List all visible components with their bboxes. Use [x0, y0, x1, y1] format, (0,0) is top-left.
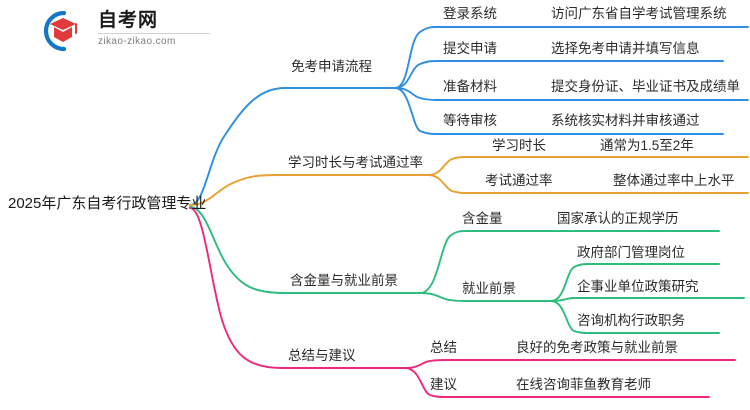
leaf-detail-zongjie[interactable]: 良好的免考政策与就业前景	[516, 340, 678, 355]
leaf-detail-denglu-xitong[interactable]: 访问广东省自学考试管理系统	[551, 6, 727, 21]
leaf-detail-kaoshi-tongguolv[interactable]: 整体通过率中上水平	[613, 173, 735, 188]
edge-root-to-branch-3	[189, 206, 286, 294]
leaf-detail-xuexi-shichang[interactable]: 通常为1.5至2年	[600, 138, 694, 153]
branch-node-xuexi-shichang-kaoshi-tongguolv[interactable]: 学习时长与考试通过率	[288, 155, 423, 170]
child-node-tijiao-shenqing[interactable]: 提交申请	[443, 41, 497, 56]
branch-node-hanjinliang-jiuye-qianjing[interactable]: 含金量与就业前景	[290, 273, 398, 288]
edge-b3-c2-sub2	[550, 297, 590, 302]
logo-name-cn: 自考网	[98, 10, 159, 31]
edge-branch1-child1	[394, 26, 438, 89]
child-node-zhunbei-cailiao[interactable]: 准备材料	[443, 79, 497, 94]
leaf-detail-jianyi[interactable]: 在线咨询菲鱼教育老师	[516, 377, 651, 392]
logo-mark-icon	[43, 10, 77, 52]
edge-branch2-child2	[427, 174, 468, 194]
mindmap-root-node[interactable]: 2025年广东自考行政管理专业	[8, 195, 207, 212]
site-logo: 自考网 zikao-zikao.com	[30, 8, 220, 56]
child-node-zongjie[interactable]: 总结	[430, 340, 457, 355]
child-node-dengdai-shenhe[interactable]: 等待审核	[443, 113, 497, 128]
leaf-detail-tijiao-shenqing[interactable]: 选择免考申请并填写信息	[551, 41, 700, 56]
edge-branch1-child3	[394, 87, 438, 101]
child-node-jianyi[interactable]: 建议	[430, 377, 457, 392]
leaf-detail-jiuye-qianjing-1[interactable]: 政府部门管理岗位	[577, 245, 685, 260]
edge-root-to-branch-4	[189, 207, 283, 369]
leaf-detail-jiuye-qianjing-3[interactable]: 咨询机构行政职务	[577, 313, 685, 328]
edge-branch1-child4	[394, 87, 438, 135]
child-node-jiuye-qianjing[interactable]: 就业前景	[462, 281, 516, 296]
edge-root-to-branch-1	[189, 87, 286, 206]
logo-text: 自考网 zikao-zikao.com	[98, 10, 218, 48]
leaf-detail-hanjinliang-1[interactable]: 国家承认的正规学历	[557, 211, 679, 226]
branch-node-mianka-shenqing-liucheng[interactable]: 免考申请流程	[291, 59, 372, 74]
edge-branch3-child1	[419, 230, 467, 294]
leaf-detail-zhunbei-cailiao[interactable]: 提交身份证、毕业证书及成绩单	[551, 79, 740, 94]
child-node-denglu-xitong[interactable]: 登录系统	[443, 6, 497, 21]
edge-root-to-branch-2	[189, 174, 283, 206]
logo-url: zikao-zikao.com	[98, 33, 210, 48]
child-node-kaoshi-tongguolv[interactable]: 考试通过率	[485, 173, 553, 188]
leaf-detail-jiuye-qianjing-2[interactable]: 企事业单位政策研究	[577, 279, 699, 294]
edge-branch4-child1	[404, 359, 446, 369]
edge-b3-c2-sub3	[550, 300, 590, 334]
edge-branch2-child1	[427, 156, 468, 176]
edge-branch1-child2	[394, 60, 438, 89]
edge-b3-c2-sub1	[550, 263, 590, 302]
edge-branch3-child2	[419, 292, 467, 302]
leaf-detail-dengdai-shenhe[interactable]: 系统核实材料并审核通过	[551, 113, 700, 128]
child-node-xuexi-shichang[interactable]: 学习时长	[492, 138, 546, 153]
edge-branch4-child2	[404, 367, 446, 398]
branch-node-zongjie-jianyi[interactable]: 总结与建议	[288, 348, 356, 363]
child-node-hanjinliang[interactable]: 含金量	[462, 211, 503, 226]
